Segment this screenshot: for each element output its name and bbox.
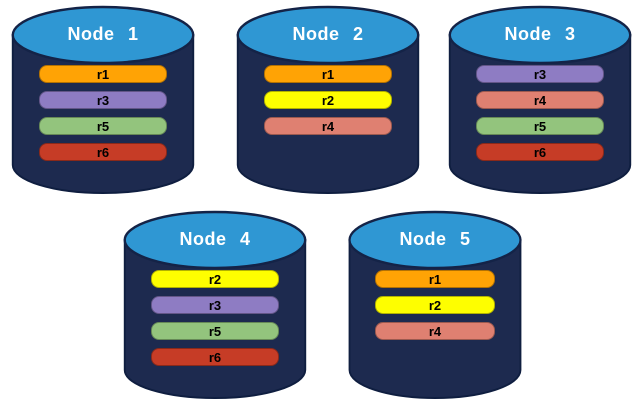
replica-list: r3 r4 r5 r6	[476, 65, 604, 161]
node-title: Node 3	[504, 24, 576, 44]
replica-bar-r6: r6	[39, 143, 167, 161]
replica-bar-r2: r2	[374, 296, 496, 314]
database-node-2: Node 2 r1 r2 r4	[233, 5, 423, 197]
replica-bar-r6: r6	[151, 348, 279, 366]
node-title: Node 5	[399, 229, 471, 249]
replica-bar-r4: r4	[476, 91, 604, 109]
database-node-1: Node 1 r1 r3 r5 r6	[8, 5, 198, 197]
replica-list: r2 r3 r5 r6	[151, 270, 279, 366]
database-node-5: Node 5 r1 r2 r4	[345, 210, 525, 402]
replica-bar-r3: r3	[476, 65, 604, 83]
node-title: Node 4	[179, 229, 251, 249]
database-node-3: Node 3 r3 r4 r5 r6	[445, 5, 635, 197]
replica-bar-r5: r5	[476, 117, 604, 135]
replica-bar-r1: r1	[39, 65, 167, 83]
replica-list: r1 r3 r5 r6	[39, 65, 167, 161]
replica-bar-r4: r4	[264, 117, 392, 135]
replica-bar-r2: r2	[264, 91, 392, 109]
replica-bar-r5: r5	[39, 117, 167, 135]
replica-bar-r1: r1	[374, 270, 496, 288]
replica-bar-r4: r4	[374, 322, 496, 340]
replica-bar-r5: r5	[151, 322, 279, 340]
node-title: Node 1	[67, 24, 139, 44]
node-title: Node 2	[292, 24, 364, 44]
replica-bar-r2: r2	[151, 270, 279, 288]
replica-list: r1 r2 r4	[264, 65, 392, 135]
replica-list: r1 r2 r4	[374, 270, 496, 340]
replica-bar-r1: r1	[264, 65, 392, 83]
replica-bar-r6: r6	[476, 143, 604, 161]
replica-bar-r3: r3	[39, 91, 167, 109]
database-node-4: Node 4 r2 r3 r5 r6	[120, 210, 310, 402]
replica-bar-r3: r3	[151, 296, 279, 314]
